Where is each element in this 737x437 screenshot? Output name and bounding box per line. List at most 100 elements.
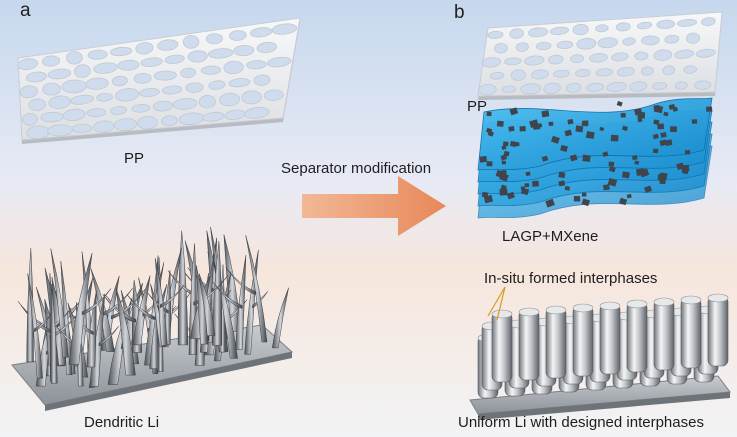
pore [201, 111, 225, 122]
li-column [599, 303, 621, 375]
pore [524, 55, 545, 66]
li-dendrite-branch [159, 284, 185, 309]
lagp-particle [550, 135, 560, 144]
pore [572, 23, 589, 36]
pore [501, 85, 517, 93]
pore [478, 83, 497, 96]
pore [570, 54, 584, 64]
pore [111, 75, 128, 87]
pp-label-a: PP [124, 150, 145, 167]
pp-pores-a [17, 23, 298, 140]
pore [25, 71, 47, 83]
pp-separator-a [17, 17, 301, 144]
lagp-particle [608, 161, 615, 167]
pore [153, 70, 177, 81]
pore [640, 66, 654, 76]
pp-label-b: PP [467, 98, 488, 115]
pore [140, 57, 163, 67]
pore [205, 33, 223, 45]
pore [652, 82, 668, 90]
pore [113, 118, 138, 132]
lagp-particle [706, 106, 713, 112]
pore [96, 92, 113, 102]
li-dendrite [115, 287, 136, 376]
lagp-particle [684, 150, 691, 155]
arrow-label: Separator modification [281, 160, 432, 177]
lagp-particle [479, 155, 488, 163]
pore [641, 35, 660, 46]
pore [597, 37, 618, 49]
pore [62, 108, 86, 122]
lagp-particle [607, 177, 618, 187]
li-dendrite-branch [81, 288, 112, 316]
pore [520, 83, 541, 95]
pore [28, 98, 46, 111]
pore [208, 80, 226, 90]
layer-label: LAGP+MXene [502, 228, 599, 245]
lagp-particle [545, 198, 555, 208]
lagp-particle [637, 112, 645, 119]
lagp-particle [639, 168, 650, 178]
lagp-particle [520, 186, 526, 191]
pore [164, 54, 185, 64]
pore [674, 81, 688, 90]
pore [85, 77, 109, 90]
pore [566, 82, 582, 93]
lagp-particle [653, 119, 660, 125]
pore [510, 69, 527, 81]
pp-separator-b [477, 11, 723, 100]
lagp-particle [659, 139, 667, 147]
lagp-particle [582, 154, 591, 162]
li-column [707, 295, 729, 367]
lagp-particle [665, 139, 673, 146]
pore [109, 46, 133, 57]
li-column [491, 311, 513, 383]
pore [139, 87, 160, 98]
pore [133, 72, 152, 84]
pore [86, 108, 107, 118]
pore [481, 57, 502, 68]
pore [494, 42, 508, 54]
pore [662, 65, 676, 76]
pore [244, 106, 270, 119]
li-dendrite-branch [101, 288, 133, 317]
lagp-particle [483, 194, 494, 204]
pore [219, 92, 240, 107]
li-column-cap [626, 299, 648, 309]
li-dendrites [17, 227, 289, 388]
li-dendrite [26, 247, 34, 363]
pore [137, 115, 158, 130]
pore [575, 68, 591, 78]
modification-arrow [302, 176, 446, 236]
pore [208, 48, 234, 59]
lagp-particle [486, 111, 492, 117]
pore [694, 80, 712, 90]
pore [677, 18, 698, 27]
pore [266, 56, 292, 68]
pore [200, 65, 221, 75]
lagp-particle [581, 192, 587, 197]
lagp-particle [634, 160, 640, 165]
pore [198, 94, 216, 109]
pore [47, 68, 72, 80]
pore [595, 24, 609, 33]
interphase-label: In-situ formed interphases [484, 270, 658, 287]
li-dendrite [50, 283, 58, 384]
lagp-particle [486, 161, 493, 167]
pore [683, 65, 697, 74]
dendritic-li-label: Dendritic Li [84, 414, 160, 431]
pore [271, 23, 298, 35]
lagp-particle [506, 191, 516, 200]
lagp-particle [500, 154, 508, 161]
lagp-particle [501, 145, 507, 150]
lagp-particle [616, 100, 623, 107]
lagp-mxene-layers [477, 97, 713, 219]
uniform-li-label: Uniform Li with designed interphases [458, 414, 704, 431]
panel-letter-b: b [454, 2, 465, 23]
lagp-particle [602, 184, 610, 191]
pore [695, 48, 716, 58]
lagp-particle [564, 185, 571, 191]
pore [223, 60, 244, 75]
lagp-particle [575, 125, 584, 133]
pore [634, 51, 649, 61]
